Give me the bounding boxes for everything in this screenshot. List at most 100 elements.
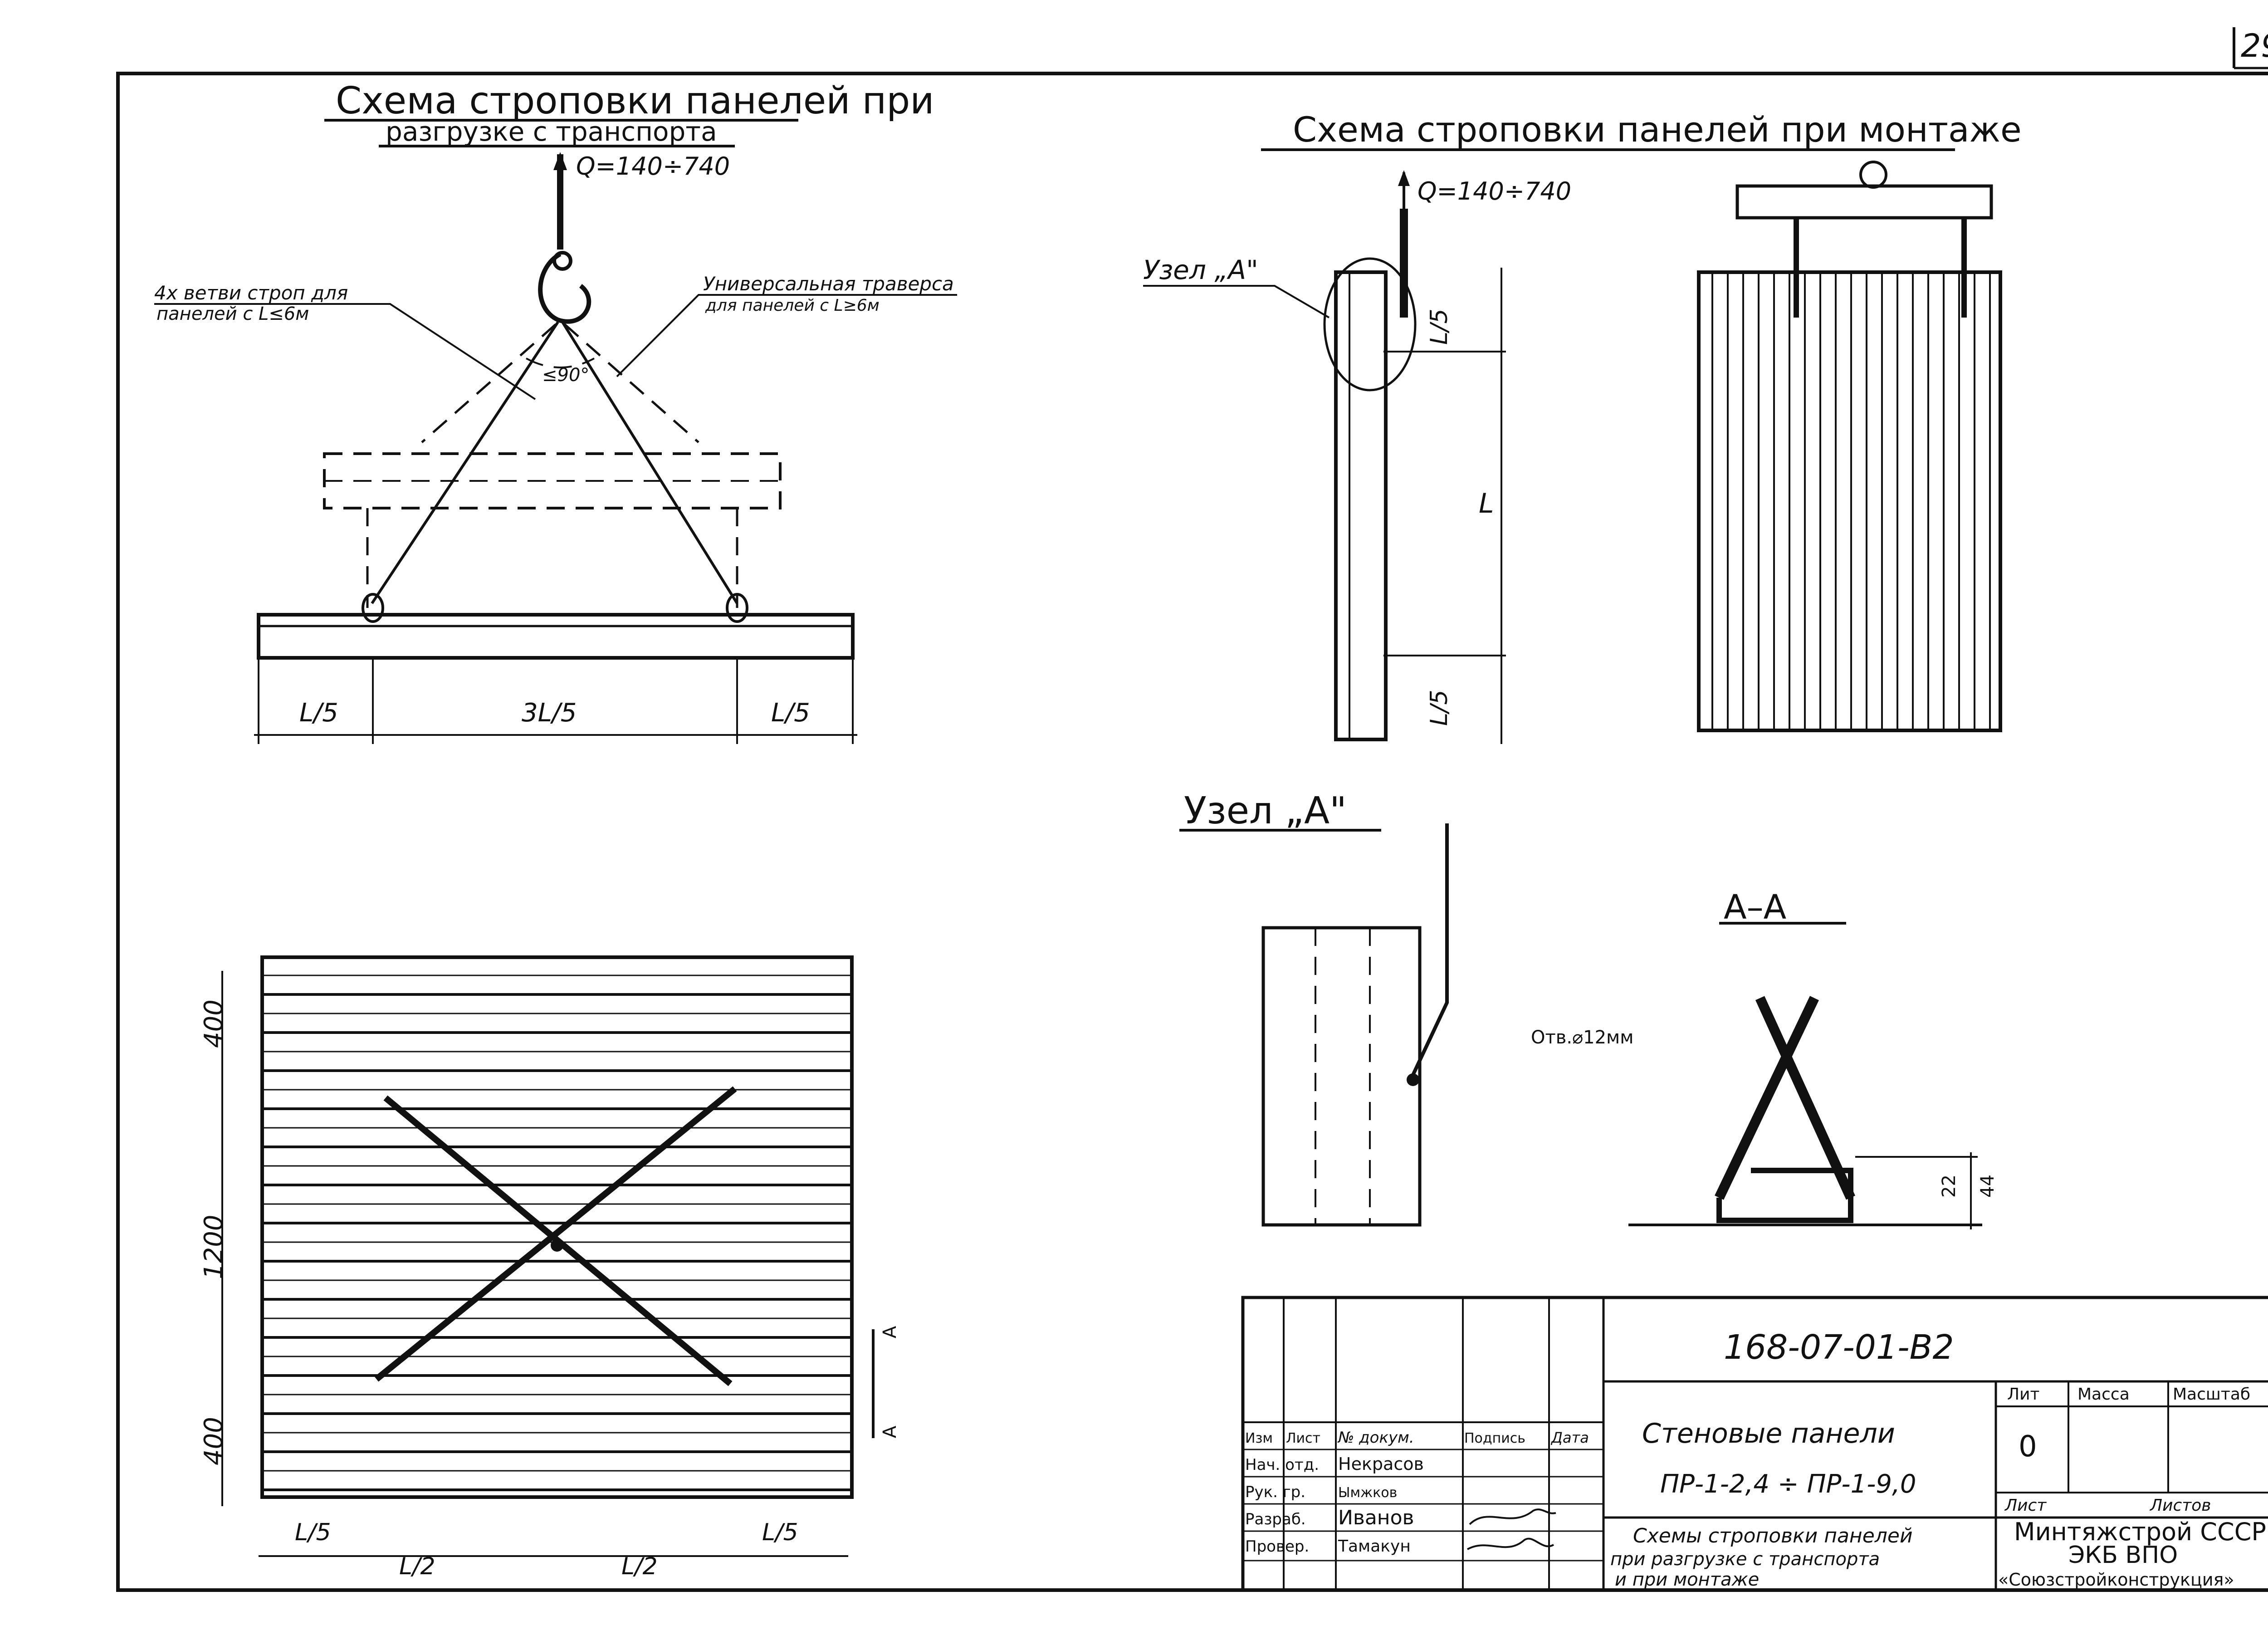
unloading-title-line2: разгрузке с транспорта (386, 116, 717, 147)
plan-dim-b2: L/2 (399, 1553, 435, 1580)
org-3: «Союзстройконструкция» (1998, 1570, 2234, 1590)
unloading-dim-right: L/5 (771, 698, 810, 728)
col-sheet: Лист (2004, 1496, 2047, 1515)
unloading-load: Q=140÷740 (576, 152, 730, 181)
product-range: ПР-1-2,4 ÷ ПР-1-9,0 (1660, 1469, 1916, 1499)
node-ref-leader (1143, 285, 1330, 318)
name-0: Некрасов (1338, 1454, 1424, 1474)
unloading-title-line1: Схема строповки панелей при (336, 79, 934, 122)
mounting-node-ref: Узел „A" (1143, 255, 1258, 285)
panel-side-view (257, 613, 855, 660)
hdr-doc: № докум. (1337, 1429, 1414, 1447)
sheet-number: 29 (2241, 27, 2268, 64)
title-block: 168-07-01-В2 Стеновые панели ПР-1-2,4 ÷ … (1241, 1296, 2268, 1592)
sling-angle: ≤90° (542, 365, 589, 386)
org-1: Минтяжстрой СССР (2014, 1518, 2266, 1546)
mounting-arrowhead (1398, 170, 1410, 186)
sheet-title-3: и при монтаже (1615, 1569, 1759, 1590)
unloading-arrowhead (553, 152, 567, 170)
note-traverse-leader (616, 294, 957, 377)
plan-dim-b4: L/5 (762, 1519, 798, 1546)
node-a-rope (1409, 823, 1449, 1081)
node-a-hole (1407, 1073, 1419, 1086)
hdr-date: Дата (1550, 1429, 1589, 1446)
col-lit: Лит (2007, 1385, 2039, 1404)
panel-ribs (262, 974, 852, 1491)
plan-dim-top: 400 (199, 999, 229, 1048)
crane-hook-icon (538, 252, 591, 324)
clamp-jaw (1716, 1168, 1853, 1223)
mounting-panel-side (1334, 270, 1388, 741)
note-traverse-1: Универсальная траверса (703, 273, 954, 295)
mounting-dim-bottom: L/5 (1426, 690, 1453, 726)
plan-sling-diagonal-2 (374, 1086, 737, 1382)
beam-eye (1859, 161, 1887, 189)
sling-left (371, 321, 559, 604)
unloading-dim-left: L/5 (299, 698, 338, 728)
lifting-loop-right (726, 593, 748, 623)
node-a-title: Узел „A" (1184, 789, 1347, 832)
doc-code: 168-07-01-В2 (1724, 1328, 1954, 1367)
angle-arc (526, 357, 595, 368)
mounting-panel-front (1697, 270, 2002, 732)
plan-dim-b3: L/2 (621, 1553, 658, 1580)
lit-value: 0 (2019, 1430, 2037, 1464)
lifting-loop-left (362, 593, 384, 623)
node-a-hole-note: Отв.⌀12мм (1531, 1027, 1633, 1048)
mounting-dim-length: L (1479, 488, 1494, 519)
hook-eye (552, 251, 572, 271)
col-sheets: Листов (2149, 1496, 2211, 1515)
role-1: Рук. гр. (1245, 1483, 1305, 1501)
node-a-detail: Узел „A" Отв.⌀12мм (1179, 789, 1633, 1227)
product-name: Стеновые панели (1642, 1418, 1895, 1449)
note-slings-2: панелей с L≤6м (156, 304, 309, 324)
unloading-dim-mid: 3L/5 (522, 698, 577, 728)
section-dim-1: 22 (1939, 1175, 1960, 1198)
sling-right (561, 321, 738, 604)
hdr-sign: Подпись (1464, 1430, 1525, 1446)
clamp-arm-1 (1755, 996, 1856, 1200)
sheet-title-1: Схемы строповки панелей (1633, 1524, 1913, 1547)
role-0: Нач. отд. (1245, 1456, 1319, 1474)
name-3: Тамакун (1338, 1537, 1411, 1556)
name-1: Ымжков (1338, 1485, 1397, 1501)
section-title: A–A (1724, 888, 1787, 927)
hdr-list: Лист (1286, 1430, 1320, 1446)
col-scale: Масштаб (2173, 1385, 2250, 1404)
name-2: Иванов (1338, 1506, 1414, 1529)
note-slings-leader (154, 303, 536, 400)
plan-dim-b1: L/5 (295, 1519, 331, 1546)
note-traverse-2: для панелей с L≥6м (705, 296, 880, 315)
sheet-title-2: при разгрузке с транспорта (1610, 1549, 1880, 1570)
traverse-sling-right (564, 323, 699, 443)
section-a-a: A–A 22 44 (1628, 888, 1998, 1229)
traverse-sling-left (421, 323, 557, 443)
sheet-frame (116, 72, 2268, 1592)
title-block-frame (1241, 1296, 2268, 1592)
unloading-scheme: Схема строповки панелей при разгрузке с … (154, 79, 957, 744)
plan-dim-bot: 400 (199, 1417, 229, 1465)
sling-crossing (551, 1239, 563, 1252)
role-3: Провер. (1245, 1537, 1309, 1556)
org-2: ЭКБ ВПО (2068, 1542, 2178, 1569)
note-slings-1: 4х ветви строп для (154, 282, 348, 304)
mounting-scheme: Схема строповки панелей при монтаже Q=14… (1143, 109, 2022, 744)
panel-plan-view: 400 1200 400 L/5 L/2 L/2 L/5 A A (199, 955, 900, 1580)
mounting-load: Q=140÷740 (1418, 177, 1571, 206)
clamp-arm-2 (1715, 996, 1819, 1200)
node-a-panel (1261, 926, 1422, 1227)
node-a-circle (1323, 257, 1417, 392)
mounting-panel-ribs (1711, 272, 1991, 730)
signature-checker (1467, 1537, 1554, 1550)
section-mark-top: A (880, 1326, 900, 1338)
section-dim-2: 44 (1977, 1175, 1998, 1198)
mounting-title: Схема строповки панелей при монтаже (1293, 109, 2022, 150)
plan-dim-mid: 1200 (199, 1214, 229, 1279)
role-2: Разраб. (1245, 1510, 1306, 1528)
hdr-izm: Изм (1245, 1430, 1273, 1446)
col-mass: Масса (2077, 1385, 2130, 1404)
mounting-dim-top: L/5 (1426, 308, 1453, 345)
section-mark-bottom: A (880, 1425, 900, 1438)
panel-plan-outline (260, 955, 854, 1499)
